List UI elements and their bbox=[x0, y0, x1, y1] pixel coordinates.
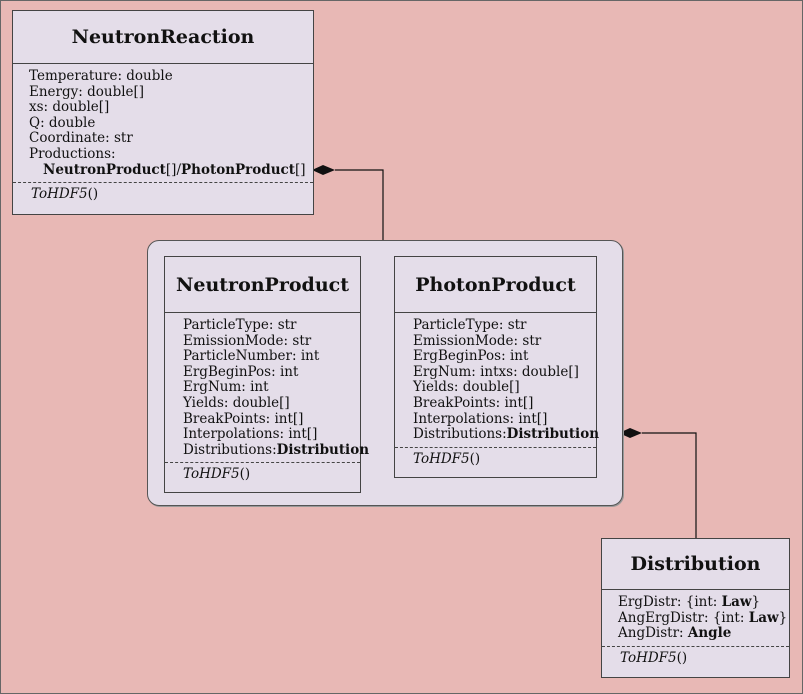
attribute-list: ParticleType: str EmissionMode: str ErgB… bbox=[395, 313, 600, 445]
class-title: PhotonProduct bbox=[395, 257, 596, 313]
attribute-label: AngErgDistr: {int: bbox=[618, 609, 749, 626]
method-name: ToHDF5 bbox=[620, 649, 677, 666]
section-divider bbox=[602, 645, 789, 647]
class-photon-product[interactable]: PhotonProduct ParticleType: str Emission… bbox=[394, 256, 600, 478]
attribute: ErgBeginPos: int bbox=[183, 363, 299, 380]
attribute-erg-distr: ErgDistr: {int: Law} bbox=[618, 594, 789, 611]
type-name: NeutronProduct bbox=[43, 161, 166, 178]
attribute: ErgNum: int bbox=[183, 379, 269, 396]
attribute: Temperature: double bbox=[29, 68, 173, 84]
type-name: Distribution bbox=[276, 441, 370, 458]
attribute: Interpolations: int[] bbox=[413, 410, 548, 427]
attribute-label: AngDistr: bbox=[618, 625, 688, 642]
attribute: Energy: double[] bbox=[29, 83, 145, 100]
attribute-label: Distributions: bbox=[413, 426, 507, 443]
attribute-list: ParticleType: str EmissionMode: str Part… bbox=[165, 313, 369, 460]
section-divider bbox=[165, 462, 360, 464]
section-divider bbox=[13, 182, 313, 184]
type-name: Law bbox=[748, 609, 779, 626]
method: ToHDF5() bbox=[13, 183, 313, 202]
attribute: BreakPoints: int[] bbox=[413, 394, 534, 411]
method-name: ToHDF5 bbox=[31, 186, 88, 203]
attribute: ParticleType: str bbox=[183, 317, 297, 333]
type-suffix: } bbox=[778, 609, 788, 626]
class-title: NeutronReaction bbox=[13, 11, 313, 64]
attribute-distributions: Distributions:Distribution bbox=[413, 426, 600, 443]
attribute: EmissionMode: str bbox=[413, 332, 542, 349]
method: ToHDF5() bbox=[602, 647, 789, 666]
class-title: NeutronProduct bbox=[165, 257, 360, 313]
section-divider bbox=[395, 446, 596, 448]
attribute-ang-distr: AngDistr: Angle bbox=[618, 625, 789, 642]
attribute-label: ErgDistr: {int: bbox=[618, 594, 722, 610]
attribute: Coordinate: str bbox=[29, 130, 133, 147]
attribute-productions-type: NeutronProduct[]/PhotonProduct[] bbox=[29, 161, 313, 179]
attribute-label: Distributions: bbox=[183, 441, 277, 458]
type-name: Distribution bbox=[506, 426, 600, 443]
attribute: Q: double bbox=[29, 114, 96, 131]
method-name: ToHDF5 bbox=[183, 466, 240, 483]
attribute-list: ErgDistr: {int: Law} AngErgDistr: {int: … bbox=[602, 590, 789, 644]
method-parens: () bbox=[469, 450, 481, 467]
attribute: Productions: bbox=[29, 145, 116, 162]
type-name: Law bbox=[721, 594, 752, 610]
method: ToHDF5() bbox=[165, 463, 360, 482]
attribute: Interpolations: int[] bbox=[183, 426, 318, 443]
attribute: ErgNum: intxs: double[] bbox=[413, 363, 579, 380]
attribute-distributions: Distributions:Distribution bbox=[183, 441, 369, 459]
class-neutron-reaction[interactable]: NeutronReaction Temperature: double Ener… bbox=[12, 10, 314, 215]
attribute: ErgBeginPos: int bbox=[413, 348, 529, 365]
attribute: ParticleType: str bbox=[413, 317, 527, 333]
attribute: EmissionMode: str bbox=[183, 332, 312, 349]
class-neutron-product[interactable]: NeutronProduct ParticleType: str Emissio… bbox=[164, 256, 369, 493]
type-suffix: [] bbox=[295, 161, 306, 178]
attribute: ParticleNumber: int bbox=[183, 348, 320, 365]
type-suffix: } bbox=[751, 594, 761, 610]
type-separator: []/ bbox=[165, 161, 181, 178]
method-parens: () bbox=[239, 466, 251, 483]
attribute: Yields: double[] bbox=[183, 394, 290, 411]
attribute: BreakPoints: int[] bbox=[183, 410, 304, 427]
class-distribution[interactable]: Distribution ErgDistr: {int: Law} AngErg… bbox=[601, 538, 790, 678]
attribute-ang-erg-distr: AngErgDistr: {int: Law} bbox=[618, 609, 789, 627]
type-name: PhotonProduct bbox=[181, 161, 296, 178]
method-parens: () bbox=[676, 649, 688, 666]
method-parens: () bbox=[87, 186, 99, 203]
method: ToHDF5() bbox=[395, 448, 596, 467]
class-title: Distribution bbox=[602, 539, 789, 590]
type-name: Angle bbox=[687, 625, 732, 642]
attribute-list: Temperature: double Energy: double[] xs:… bbox=[13, 64, 313, 180]
method-name: ToHDF5 bbox=[413, 450, 470, 467]
attribute: Yields: double[] bbox=[413, 379, 520, 396]
attribute: xs: double[] bbox=[29, 99, 110, 116]
